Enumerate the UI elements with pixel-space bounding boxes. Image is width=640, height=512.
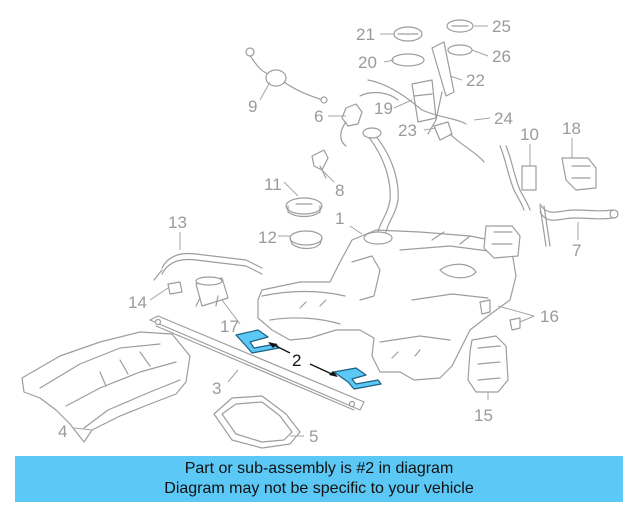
callout-16: 16 [540, 307, 559, 326]
callout-11: 11 [264, 175, 282, 194]
part-24-harness [359, 79, 467, 125]
part-12-ring [289, 230, 323, 250]
info-banner: Part or sub-assembly is #2 in diagram Di… [15, 456, 623, 502]
part-7-hose [539, 203, 619, 247]
banner-line-part-number: Part or sub-assembly is #2 in diagram [184, 460, 454, 477]
callout-6: 6 [314, 107, 323, 126]
part-8-clip [311, 149, 329, 179]
callout-15: 15 [474, 406, 493, 425]
callout-7: 7 [572, 241, 581, 260]
part-21-cover [393, 26, 423, 42]
callout-22: 22 [466, 71, 485, 90]
part-14-fitting [167, 281, 183, 295]
callout-labels: 1 2 3 4 5 6 7 8 9 10 11 12 13 14 15 16 1… [58, 17, 581, 446]
callout-2: 2 [292, 351, 301, 370]
part-18-valve [561, 157, 597, 191]
part-fuel-tank [257, 127, 517, 381]
callout-5: 5 [309, 427, 318, 446]
callout-4: 4 [58, 422, 67, 441]
callout-25: 25 [492, 17, 511, 36]
callout-3: 3 [212, 379, 221, 398]
part-10-hose [499, 145, 537, 211]
strap-left [235, 329, 280, 354]
part-9-sender [245, 47, 328, 104]
callout-8: 8 [335, 181, 344, 200]
part-23-sensor [433, 121, 485, 163]
callout-9: 9 [248, 97, 257, 116]
part-tank-sensor [483, 225, 521, 259]
callout-18: 18 [562, 119, 581, 138]
part-26-seal [447, 44, 473, 56]
callout-20: 20 [358, 53, 377, 72]
callout-24: 24 [494, 109, 513, 128]
callout-12: 12 [258, 228, 277, 247]
callout-14: 14 [128, 293, 147, 312]
part-6-valve [340, 103, 363, 147]
part-17-filter [195, 276, 229, 307]
part-19-pump [411, 79, 437, 123]
callout-19: 19 [374, 99, 393, 118]
leader-lines [73, 25, 579, 437]
part-5-gasket [213, 395, 301, 449]
banner-line-disclaimer: Diagram may not be specific to your vehi… [164, 480, 474, 497]
callout-13: 13 [168, 213, 187, 232]
callout-1: 1 [335, 209, 344, 228]
part-20-ring [391, 53, 425, 67]
part-11-cap [285, 197, 323, 218]
part-15-guard [467, 335, 509, 393]
callout-23: 23 [398, 121, 417, 140]
part-25-cap [446, 19, 474, 33]
callout-21: 21 [356, 25, 375, 44]
part-13-fuel-line [153, 252, 263, 281]
part-16-clips [479, 299, 521, 331]
part-4-heat-shield [21, 331, 191, 443]
callout-26: 26 [492, 47, 511, 66]
part-3-crossmember [149, 315, 365, 411]
part-2-tank-straps [235, 329, 382, 390]
callout-17: 17 [220, 317, 239, 336]
strap-right [333, 367, 382, 390]
callout-10: 10 [520, 125, 539, 144]
